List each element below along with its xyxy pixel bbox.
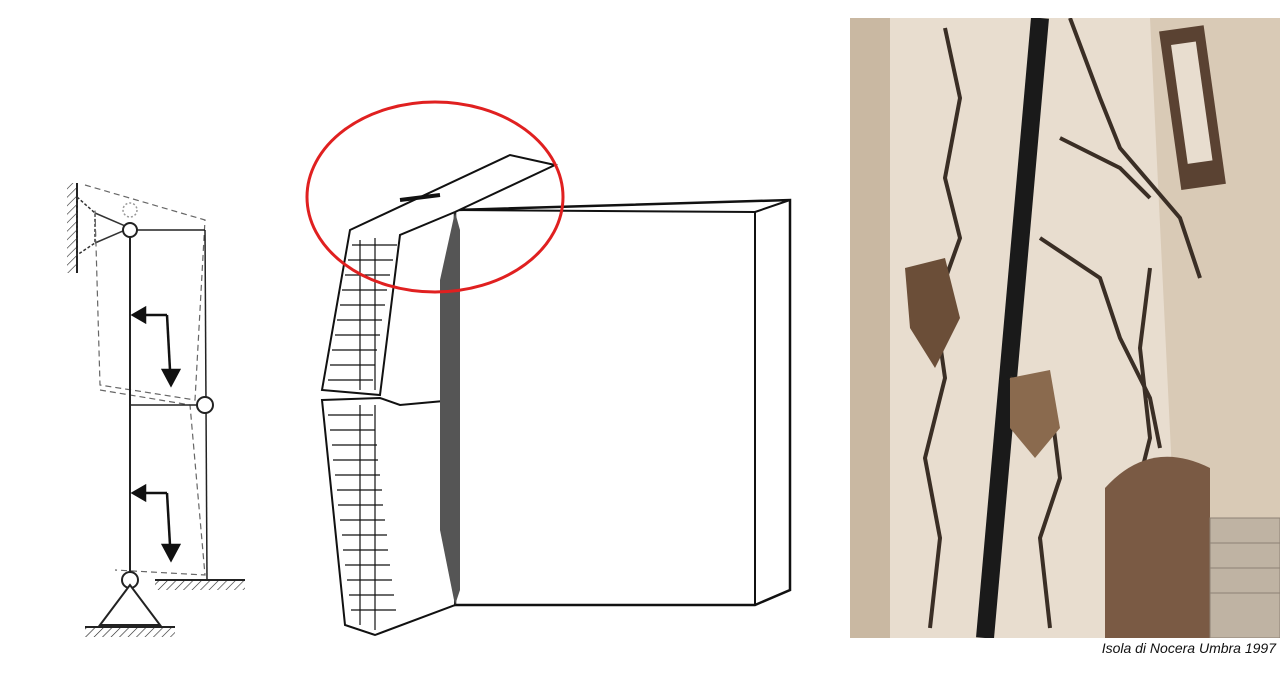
top-hinge — [123, 223, 137, 237]
top-hinge-bracket — [77, 197, 95, 255]
top-hinge-displaced — [123, 203, 137, 217]
load-arrow-upper — [133, 308, 179, 385]
mechanism-diagram — [55, 175, 255, 645]
ground-hatch — [155, 580, 245, 590]
middle-hinge — [197, 397, 213, 413]
load-arrow-lower — [133, 486, 179, 560]
deformed-shape-dashed — [85, 185, 205, 400]
wall-sketch — [300, 100, 820, 640]
top-wall-support — [67, 183, 77, 273]
transverse-wall — [455, 200, 790, 605]
photo-caption: Isola di Nocera Umbra 1997 — [850, 640, 1276, 656]
arch-doorway — [1105, 457, 1210, 638]
pin-support — [100, 585, 160, 625]
facade-lower-block — [322, 398, 455, 635]
crack-photo — [850, 18, 1280, 638]
